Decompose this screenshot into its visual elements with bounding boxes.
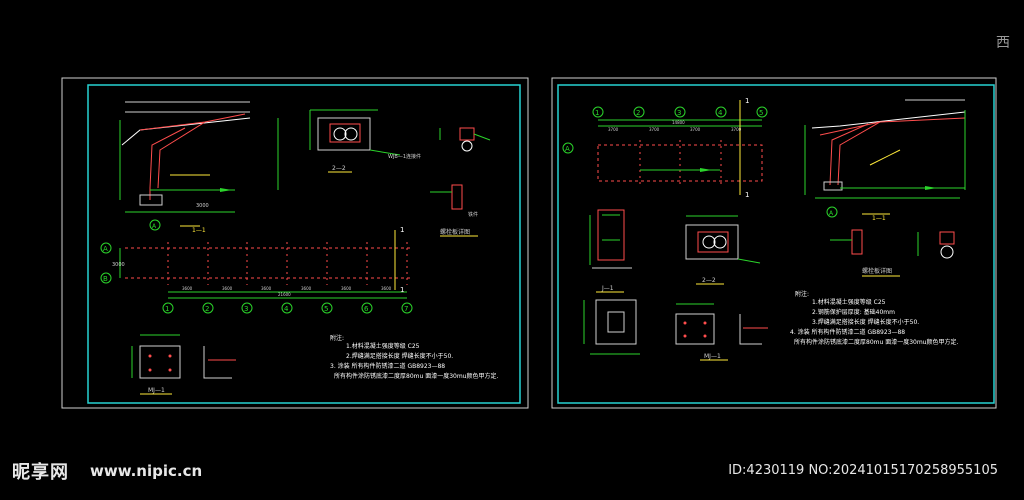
right-bay-dim-4: 3700 [731, 127, 742, 132]
right-section-22: 2—2 [702, 277, 716, 284]
left-note-2: 2.焊缝满足搭接长度 焊缝长度不小于50. [346, 352, 453, 360]
right-total-dim: 14800 [672, 120, 685, 125]
left-axis-col-6: 6 [361, 302, 373, 314]
right-axis-col-4: 4 [715, 106, 727, 118]
svg-text:2: 2 [636, 109, 640, 117]
right-note-3: 3.焊缝满足搭接长度 焊缝长度不小于50. [812, 318, 919, 326]
svg-text:1: 1 [400, 286, 404, 294]
right-foundation-j1: J—1 [589, 209, 632, 293]
left-mj-label: MJ—1 [148, 387, 165, 394]
svg-text:7: 7 [404, 305, 408, 313]
svg-text:A: A [829, 210, 834, 217]
svg-text:4: 4 [718, 109, 723, 117]
svg-text:铁件: 铁件 [468, 211, 478, 218]
left-note-1: 1.材料混凝土强度等级 C25 [346, 342, 420, 350]
right-note-4: 4. 涂装 所有构件防锈漆二道 GB8923—88 [790, 328, 905, 336]
svg-text:2: 2 [205, 305, 209, 313]
svg-text:5: 5 [324, 305, 328, 313]
right-section-label: 1—1 [872, 215, 886, 222]
right-note-2: 2.钢筋保护层厚度: 基础40mm [812, 308, 895, 316]
left-beam-note: WJB—1连接件 [388, 153, 421, 160]
svg-text:1: 1 [745, 97, 749, 105]
svg-text:B: B [103, 275, 108, 283]
svg-text:4: 4 [284, 305, 289, 313]
left-axis-row-a: A [100, 242, 112, 254]
svg-text:1: 1 [400, 226, 404, 234]
left-axis-row-b: B [100, 272, 112, 284]
left-bay-dim-2: 3600 [222, 286, 233, 291]
svg-text:3: 3 [244, 305, 248, 313]
left-bay-dim-5: 3600 [341, 286, 352, 291]
svg-text:1: 1 [745, 191, 749, 199]
left-side-dim: 3000 [196, 203, 209, 209]
right-section-jj: J—1 [601, 285, 614, 292]
left-section-label: 1—1 [192, 227, 206, 234]
left-bolt-plate: 铁件 螺栓板详图 [430, 127, 491, 237]
left-axis-col-3: 3 [241, 302, 253, 314]
right-note-5: 所有构件涂防锈底漆二度厚80mu 面漆一度30mu颜色甲方定. [794, 338, 958, 346]
left-total-dim: 21600 [278, 292, 291, 297]
svg-text:5: 5 [759, 109, 763, 117]
left-embed-mj1: MJ—1 [131, 334, 236, 395]
left-note-3: 3. 涂装 所有构件防锈漆二道 GB8923—88 [330, 362, 445, 370]
right-notes: 附注: 1.材料混凝土强度等级 C25 2.钢筋保护层厚度: 基础40mm 3.… [790, 290, 958, 346]
right-base-plan [583, 299, 640, 355]
watermark-logo: 昵享网 [12, 462, 69, 483]
right-detail-22: 2—2 [685, 215, 761, 285]
right-mj-label: MJ—1 [704, 353, 721, 360]
left-row-dim: 3000 [112, 262, 125, 268]
left-axis-col-1: 1 [162, 302, 174, 314]
left-bay-dim-6: 3600 [381, 286, 392, 291]
right-axis-col-1: 1 [592, 106, 604, 118]
watermark-id: ID:4230119 NO:20241015170258955105 [728, 463, 998, 478]
left-sheet [61, 77, 529, 409]
left-detail-22: WJB—1连接件 2—2 [309, 109, 421, 173]
corner-glyph: 西 [996, 35, 1010, 51]
right-sheet [551, 77, 997, 409]
svg-text:1: 1 [165, 305, 169, 313]
right-bolt-plate: 螺栓板详图 [830, 229, 955, 277]
left-notes: 附注: 1.材料混凝土强度等级 C25 2.焊缝满足搭接长度 焊缝长度不小于50… [330, 334, 498, 380]
left-bay-dim-1: 3600 [182, 286, 193, 291]
left-plan: 1 1 [119, 226, 410, 299]
left-axis-col-7: 7 [401, 302, 413, 314]
left-canopy-section: A 1—1 3000 [119, 101, 279, 234]
right-bay-dim-1: 3700 [608, 127, 619, 132]
left-axis-col-4: 4 [281, 302, 293, 314]
svg-text:A: A [152, 223, 157, 230]
svg-text:1: 1 [595, 109, 599, 117]
svg-text:6: 6 [364, 305, 369, 313]
right-axis-col-2: 2 [633, 106, 645, 118]
watermark-url: www.nipic.cn [90, 462, 203, 480]
left-section-22: 2—2 [332, 165, 346, 172]
right-notes-title: 附注: [795, 290, 809, 298]
right-axis-col-5: 5 [756, 106, 768, 118]
right-canopy-section: A 1—1 [804, 99, 966, 222]
left-axis-col-2: 2 [202, 302, 214, 314]
left-note-4: 所有构件涂防锈底漆二度厚80mu 面漆一度30mu颜色甲方定. [334, 372, 498, 380]
right-bay-dim-3: 3700 [690, 127, 701, 132]
left-notes-title: 附注: [330, 334, 344, 342]
right-axis-row-a: A [565, 145, 570, 153]
left-bay-dim-4: 3600 [301, 286, 312, 291]
right-embed-mj1: MJ—1 [675, 303, 768, 361]
right-plan: 1 1 A [562, 97, 763, 199]
right-axis-col-3: 3 [674, 106, 686, 118]
right-note-1: 1.材料混凝土强度等级 C25 [812, 298, 886, 306]
svg-text:A: A [103, 245, 108, 253]
left-axis-col-5: 5 [321, 302, 333, 314]
left-bay-dim-3: 3600 [261, 286, 272, 291]
right-plate-title: 螺栓板详图 [862, 267, 892, 275]
left-plate-title: 螺栓板详图 [440, 228, 470, 236]
svg-text:3: 3 [677, 109, 681, 117]
right-bay-dim-2: 3700 [649, 127, 660, 132]
